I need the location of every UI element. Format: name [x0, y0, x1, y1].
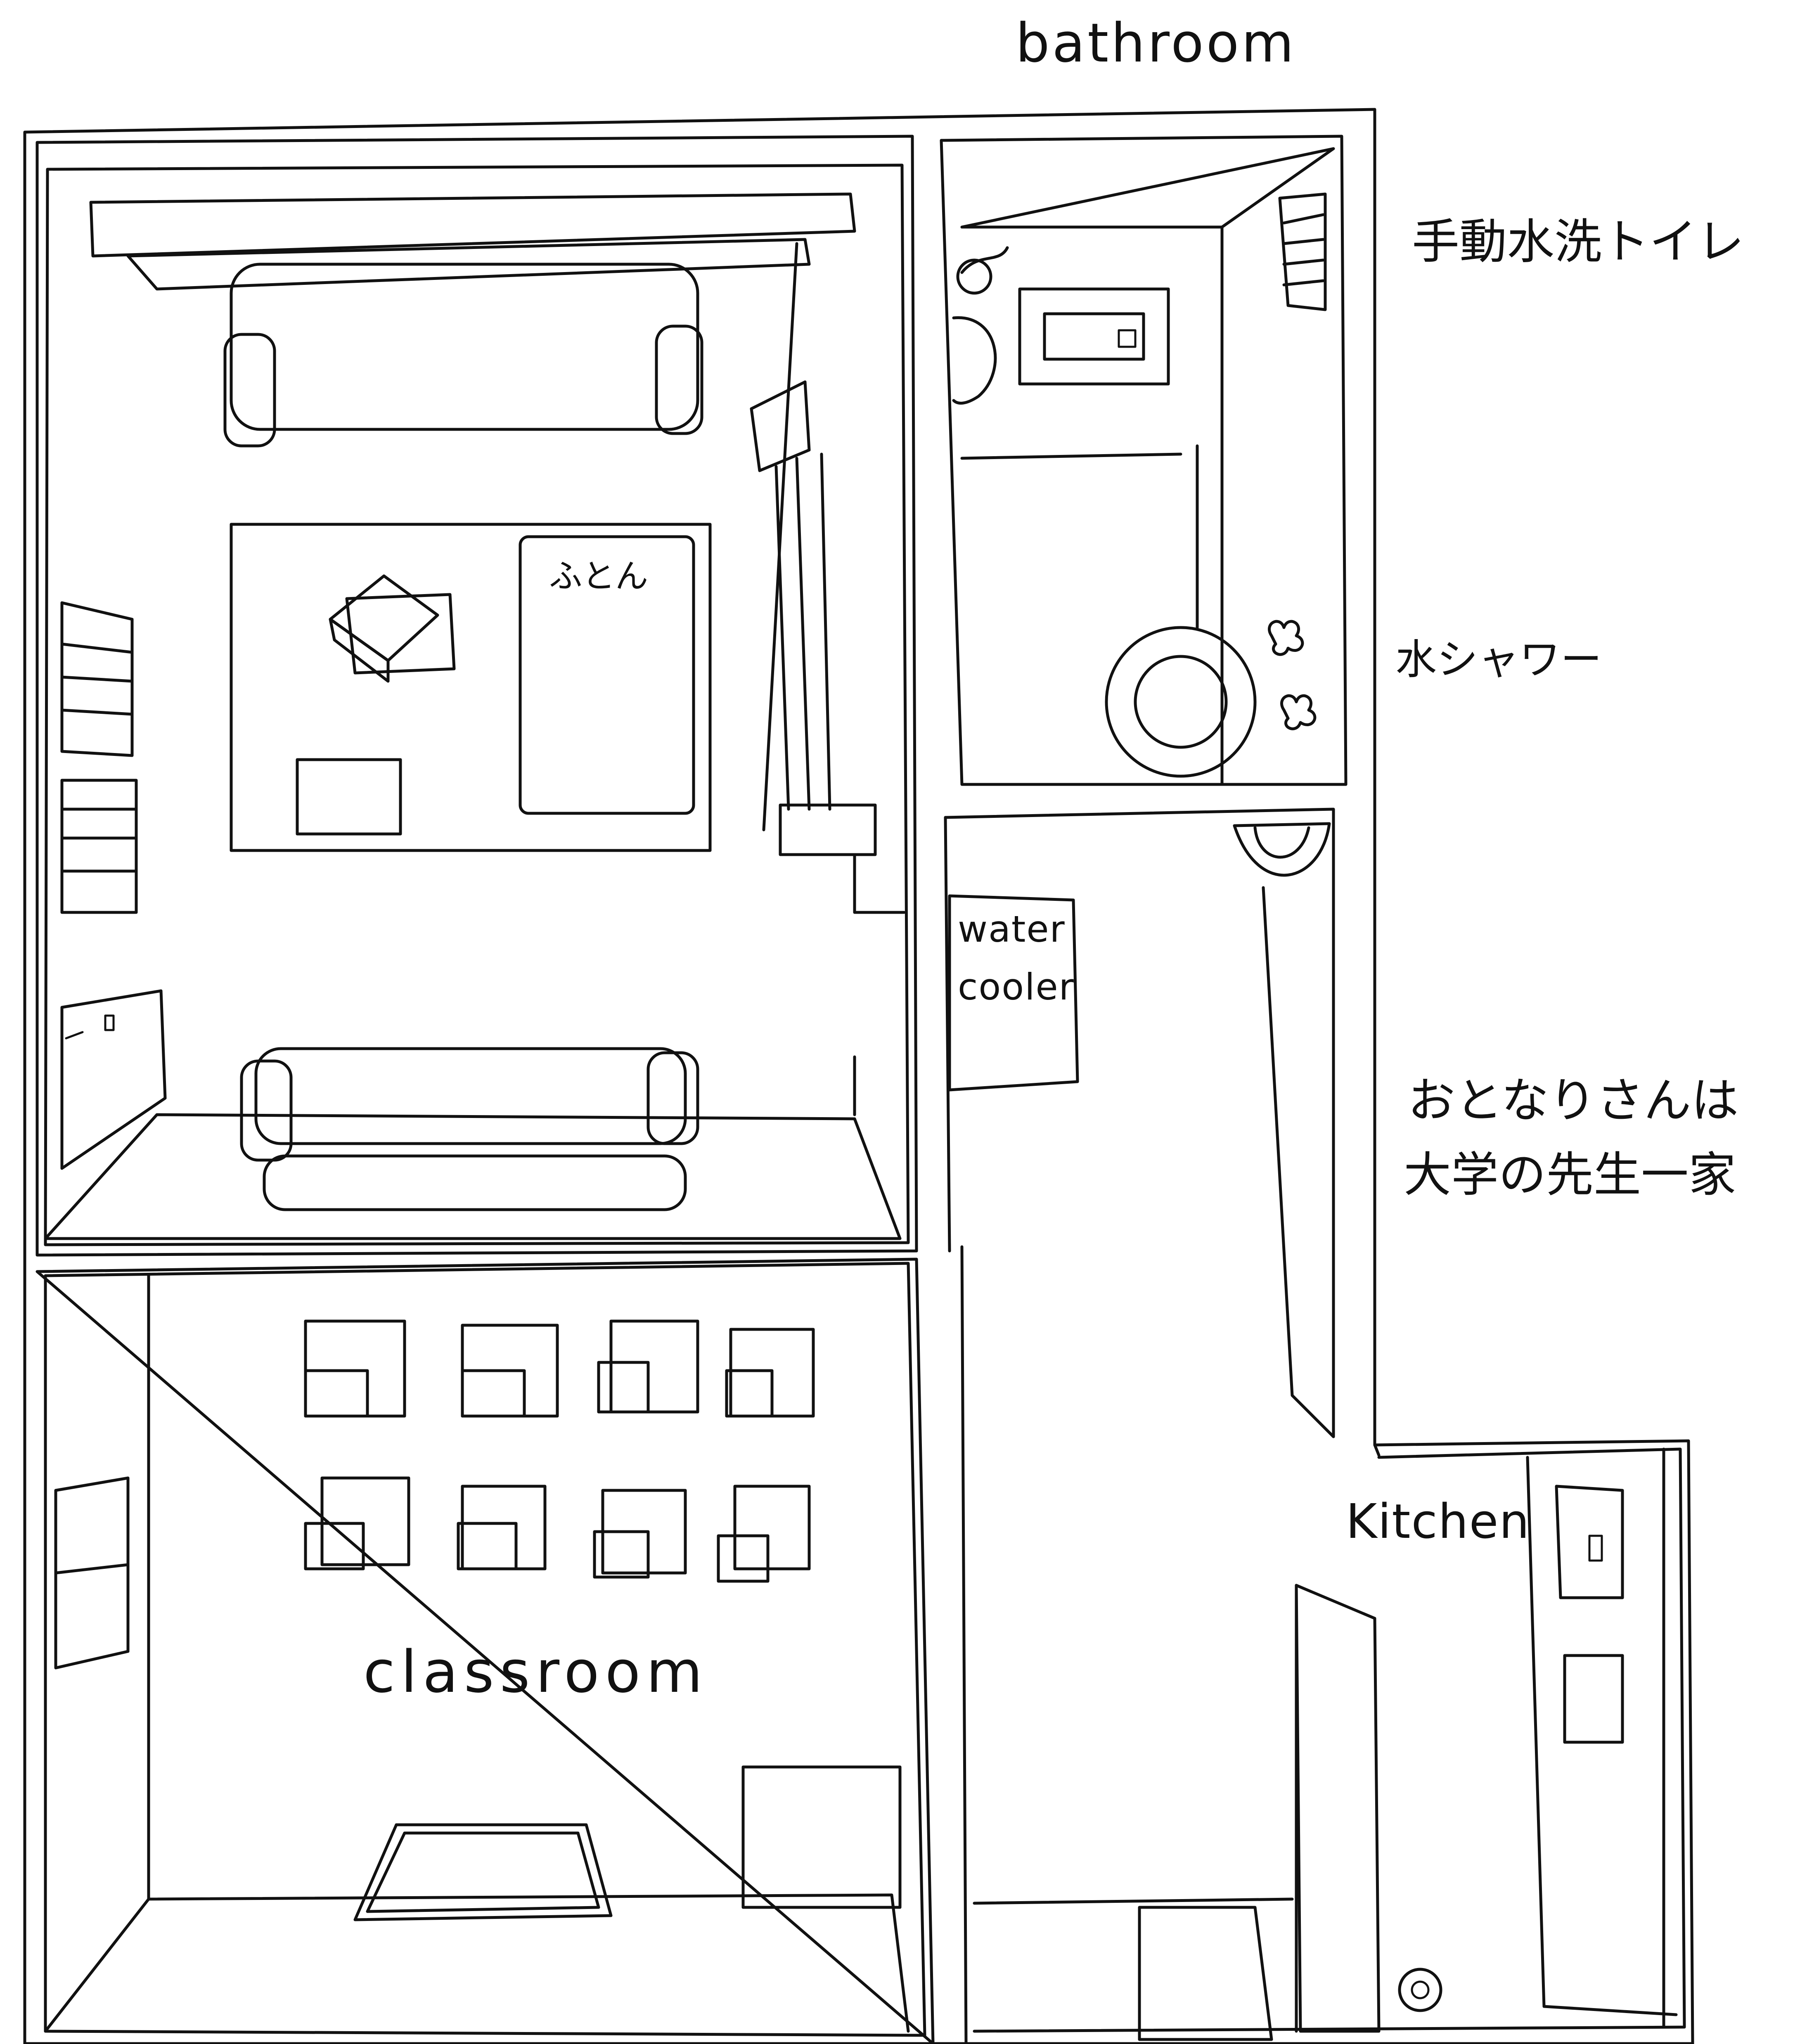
desk [597, 1319, 699, 1414]
futon [519, 535, 695, 815]
outer-walls [23, 108, 1694, 2044]
bathroom [940, 135, 1348, 786]
shower-heads [1268, 620, 1317, 730]
sofa-top [223, 263, 703, 448]
desk [304, 1476, 410, 1570]
bedroom-door [60, 989, 167, 1170]
classroom-window [54, 1476, 130, 1670]
water-cooler [948, 894, 1079, 1092]
desk [717, 1485, 811, 1583]
low-table-books [329, 574, 456, 683]
water-cooler-label-line2: cooler [958, 966, 1075, 1008]
bedroom [36, 135, 918, 1257]
floor-cushion [296, 758, 402, 836]
classroom-label: classroom [363, 1639, 708, 1706]
water-cooler-label-line1: water [958, 908, 1066, 950]
desk [725, 1328, 815, 1418]
toilet-note: 手動水洗トイレ [1412, 214, 1745, 270]
bathroom-label: bathroom [1016, 12, 1296, 74]
bedroom-windows [60, 601, 138, 914]
rug [230, 523, 712, 852]
desk [304, 1319, 406, 1418]
kitchen-label: Kitchen [1346, 1494, 1530, 1549]
classroom [36, 1258, 935, 2044]
hallway [944, 808, 1335, 2044]
neighbor-note-line2: 大学の先生一家 [1404, 1147, 1736, 1203]
neighbor-note-line1: おとなりさんは [1408, 1073, 1739, 1128]
desk [593, 1489, 687, 1579]
shower-note: 水シャワー [1395, 635, 1602, 684]
sofa-bottom [240, 1047, 699, 1211]
kitchen [973, 1447, 1686, 2041]
futon-label: ふとん [549, 557, 648, 595]
desk [457, 1485, 547, 1570]
desk [461, 1324, 559, 1418]
